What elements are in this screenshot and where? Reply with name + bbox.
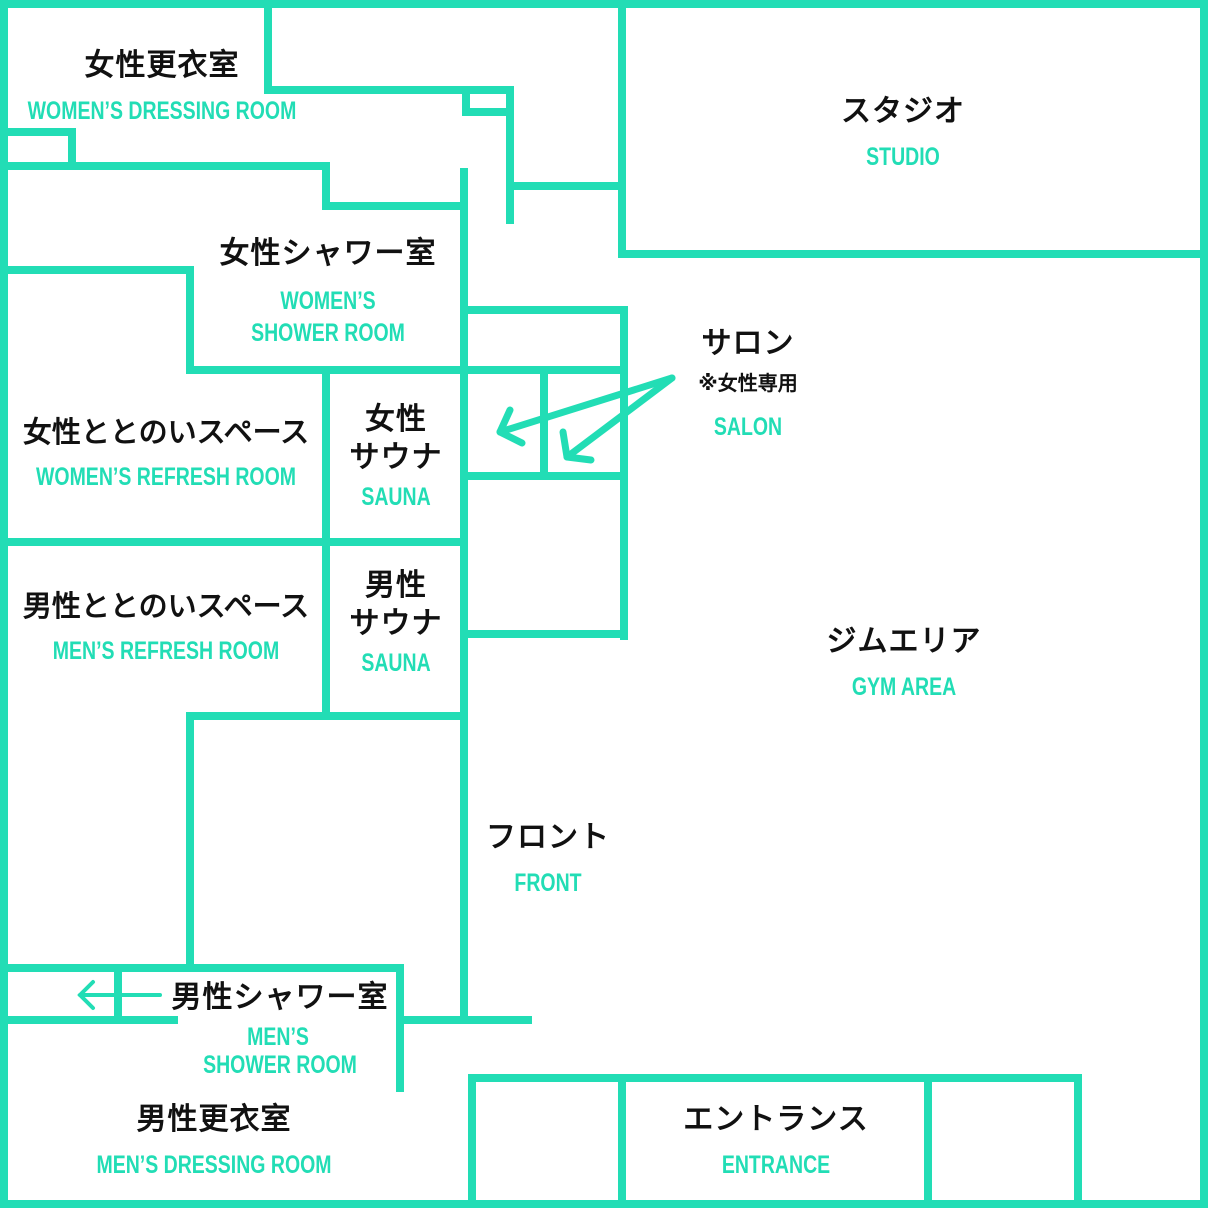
womens-sauna-label-line1: 女性	[365, 402, 427, 437]
mens-shower-room-label: 男性シャワー室	[171, 980, 389, 1015]
womens-shower-room-label: 女性シャワー室	[219, 236, 437, 271]
womens-refresh-room-en: WOMEN’S REFRESH ROOM	[35, 463, 297, 491]
gym-area-label: ジムエリア	[826, 624, 982, 659]
entrance-en: ENTRANCE	[721, 1151, 831, 1179]
mens-shower-room-en-line2: SHOWER ROOM	[203, 1051, 357, 1079]
womens-shower-room-en-line1: WOMEN’S	[280, 287, 376, 315]
womens-refresh-room-label: 女性ととのいスペース	[22, 415, 310, 449]
studio-en: STUDIO	[866, 143, 940, 171]
arrow-left-icon	[77, 980, 162, 1010]
gym-area-en: GYM AREA	[851, 673, 957, 701]
mens-refresh-room-label: 男性ととのいスペース	[22, 589, 310, 623]
womens-dressing-room-label: 女性更衣室	[84, 48, 240, 83]
salon-en: SALON	[713, 413, 783, 441]
salon-women-only-note: ※女性専用	[698, 371, 798, 395]
mens-refresh-room-en: MEN’S REFRESH ROOM	[52, 637, 280, 665]
womens-sauna-en: SAUNA	[361, 483, 431, 511]
front-desk-en: FRONT	[514, 869, 582, 897]
salon-label: サロン	[701, 326, 795, 361]
mens-sauna-en: SAUNA	[361, 649, 431, 677]
mens-dressing-room-label: 男性更衣室	[136, 1102, 292, 1137]
mens-dressing-room-en: MEN’S DRESSING ROOM	[96, 1151, 332, 1179]
salon-arrows-icon	[496, 374, 676, 464]
womens-sauna-label-line2: サウナ	[349, 440, 443, 475]
womens-shower-room-en-line2: SHOWER ROOM	[251, 319, 405, 347]
mens-shower-room-en-line1: MEN’S	[247, 1023, 309, 1051]
mens-sauna-label-line1: 男性	[365, 568, 427, 603]
mens-sauna-label-line2: サウナ	[349, 606, 443, 641]
entrance-label: エントランス	[683, 1102, 869, 1137]
front-desk-label: フロント	[486, 820, 610, 855]
studio-label: スタジオ	[841, 94, 965, 129]
womens-dressing-room-en: WOMEN’S DRESSING ROOM	[27, 97, 297, 125]
